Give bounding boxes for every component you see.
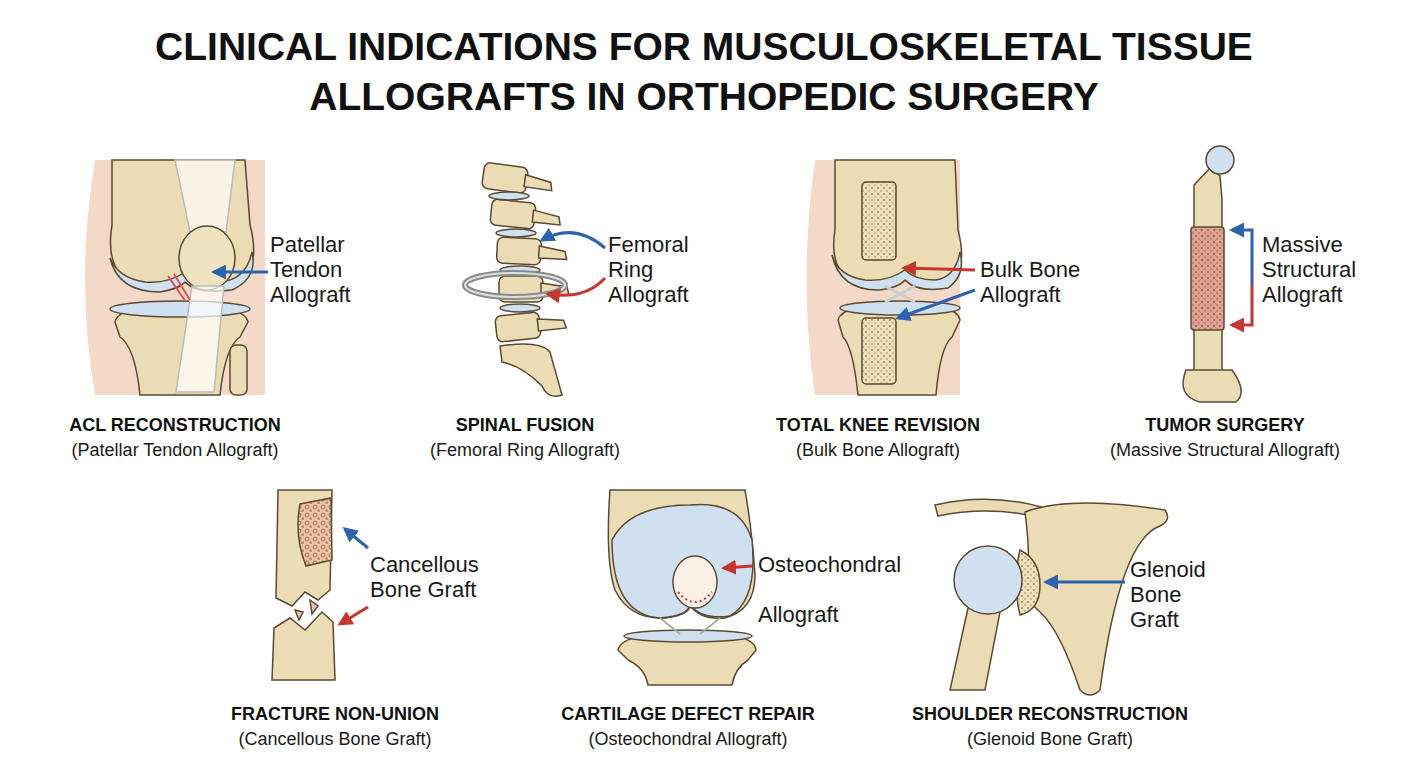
fracture-illustration [272,612,335,680]
knee-revision-illustration [807,160,976,395]
callout-label: Osteochondral [758,552,908,577]
spine-illustration [495,309,567,342]
spine-illustration [495,312,541,342]
caption-subtitle: (Cancellous Bone Graft) [165,727,505,751]
femur-illustration [1232,285,1252,325]
femur-illustration [1183,146,1252,402]
spine-illustration [500,304,540,312]
fracture-illustration [298,498,332,566]
spine-illustration [496,229,536,237]
acl-knee-illustration [179,226,235,290]
spine-illustration [542,233,605,248]
cartilage-knee-illustration [608,490,756,685]
shoulder-illustration [1046,581,1125,584]
caption-heading: ACL RECONSTRUCTION [5,413,345,437]
shoulder-illustration [954,546,1022,614]
diagram-title: CLINICAL INDICATIONS FOR MUSCULOSKELETAL… [104,22,1304,122]
cartilage-knee-illustration [612,504,753,618]
acl-knee-illustration [230,345,247,395]
knee-revision-illustration [832,252,962,290]
spine-illustration [496,237,541,265]
caption-subtitle: (Patellar Tendon Allograft) [5,438,345,462]
acl-knee-illustration [176,286,224,392]
spine-illustration [524,175,553,191]
caption-subtitle: (Femoral Ring Allograft) [355,438,695,462]
knee-revision-illustration [885,286,915,302]
knee-revision-illustration [898,290,975,318]
spine-illustration [537,316,566,331]
caption-heading: SPINAL FUSION [355,413,695,437]
caption-heading: CARTILAGE DEFECT REPAIR [518,702,858,726]
acl-knee-illustration [175,160,235,232]
knee-revision-illustration [862,182,896,260]
femur-illustration [1191,227,1224,330]
spine-illustration [465,162,605,396]
callout-label: Allograft [758,602,908,627]
callout-label: Femoral Ring Allograft [608,232,718,307]
cartilage-knee-illustration [673,556,717,608]
caption-subtitle: (Glenoid Bone Graft) [880,727,1220,751]
caption-heading: TUMOR SURGERY [1055,413,1395,437]
acl-knee-illustration [168,274,190,302]
shoulder-illustration [950,608,1000,690]
knee-revision-illustration [862,318,896,384]
callout-label: Bulk Bone Allograft [980,257,1095,307]
cartilage-knee-illustration [660,618,720,634]
caption-subtitle: (Osteochondral Allograft) [518,727,858,751]
caption-subtitle: (Massive Structural Allograft) [1055,438,1395,462]
knee-revision-illustration [904,268,975,270]
fracture-illustration [272,490,368,680]
cartilage-knee-illustration [724,566,752,568]
cartilage-knee-illustration [624,630,752,642]
acl-knee-illustration [85,160,268,395]
callout-label: Patellar Tendon Allograft [270,232,380,307]
cartilage-knee-illustration [608,490,755,618]
callout-label: Massive Structural Allograft [1262,232,1372,307]
spine-illustration [496,237,567,267]
spine-illustration [489,192,529,200]
femur-illustration [1206,146,1234,174]
cartilage-knee-illustration [678,592,712,602]
acl-knee-illustration [85,160,265,395]
fracture-illustration [345,529,368,548]
femur-illustration [1183,370,1241,402]
caption-subtitle: (Bulk Bone Allograft) [708,438,1048,462]
callout-label: Glenoid Bone Graft [1130,557,1230,632]
spine-illustration [548,278,605,295]
spine-illustration [481,162,528,194]
caption-heading: FRACTURE NON-UNION [165,702,505,726]
fracture-illustration [276,490,332,606]
spine-illustration [500,344,562,396]
femur-illustration [1232,230,1252,285]
spine-illustration [490,199,536,229]
spine-illustration [490,199,562,232]
caption-heading: TOTAL KNEE REVISION [708,413,1048,437]
acl-knee-illustration [214,271,268,274]
fracture-illustration [340,607,368,624]
callout-label: Cancellous Bone Graft [370,552,490,602]
spine-illustration [539,246,568,259]
fracture-illustration [295,600,318,620]
spine-illustration [532,210,561,225]
caption-heading: SHOULDER RECONSTRUCTION [880,702,1220,726]
acl-knee-illustration [110,301,250,317]
